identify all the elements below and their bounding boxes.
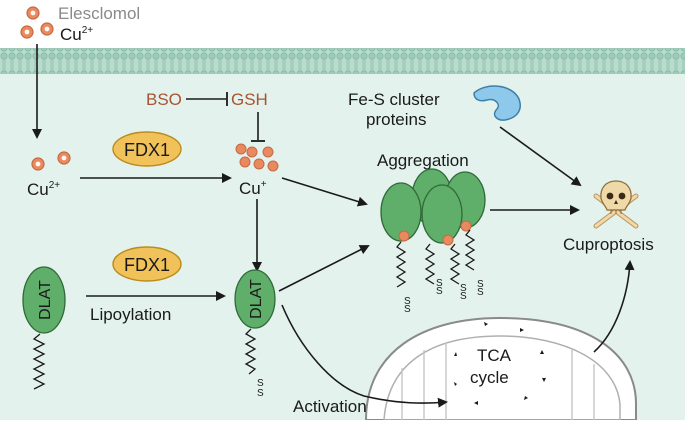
dlat-mid-protein: DLAT	[234, 269, 276, 375]
aggregation-label: Aggregation	[377, 151, 469, 170]
fdx1-top-protein	[112, 131, 182, 167]
sulfur-label: S	[257, 378, 264, 389]
cuproptosis-label: Cuproptosis	[563, 235, 654, 254]
sulfur-label: S	[460, 283, 467, 294]
extracellular-copper-group	[20, 6, 54, 39]
cu2-mid-label: Cu2+	[27, 180, 60, 199]
tca-label-line1: TCA	[477, 346, 512, 365]
fdx1-bottom-label: FDX1	[124, 255, 170, 275]
fes-to-cuproptosis-arrow	[499, 126, 582, 187]
mitochondrion-icon	[364, 316, 637, 421]
sulfur-label: S	[257, 388, 264, 399]
dlat-left-protein: DLAT	[22, 266, 66, 390]
cu-to-aggregation-arrow	[281, 177, 368, 207]
dlat-to-aggregation-arrow	[278, 245, 370, 292]
sulfur-label: S	[477, 287, 484, 298]
tca-label-line2: cycle	[470, 368, 509, 387]
activation-arrow	[281, 304, 448, 408]
lipoylation-label: Lipoylation	[90, 305, 171, 324]
gsh-label: GSH	[231, 90, 268, 109]
mito-to-cuproptosis-arrow	[593, 260, 635, 353]
sulfur-label: S	[436, 278, 443, 289]
fes-label-line2: proteins	[366, 110, 426, 129]
skull-crossbones-icon	[593, 180, 639, 229]
sulfur-label: S	[436, 286, 443, 297]
dlat-left-label: DLAT	[37, 280, 54, 320]
cu2-top-label: Cu2+	[60, 25, 93, 44]
dlat-mid-label: DLAT	[248, 279, 265, 319]
elesclomol-label: Elesclomol	[58, 4, 140, 23]
fdx1-top-label: FDX1	[124, 140, 170, 160]
sulfur-label: S	[404, 304, 411, 315]
fes-label-line1: Fe-S cluster	[348, 90, 440, 109]
cu-plus-label: Cu+	[239, 179, 267, 198]
activation-label: Activation	[293, 397, 367, 416]
cu-plus-cluster	[235, 143, 279, 172]
sulfur-label: S	[460, 291, 467, 302]
fdx1-bottom-protein	[112, 246, 182, 282]
bso-label: BSO	[146, 90, 182, 109]
sulfur-label: S	[477, 279, 484, 290]
cell-membrane	[0, 48, 685, 74]
dlat-oligomer	[380, 168, 486, 288]
fe-s-protein-icon	[473, 85, 521, 121]
sulfur-label: S	[404, 296, 411, 307]
intracellular-cu2-group	[31, 151, 71, 171]
